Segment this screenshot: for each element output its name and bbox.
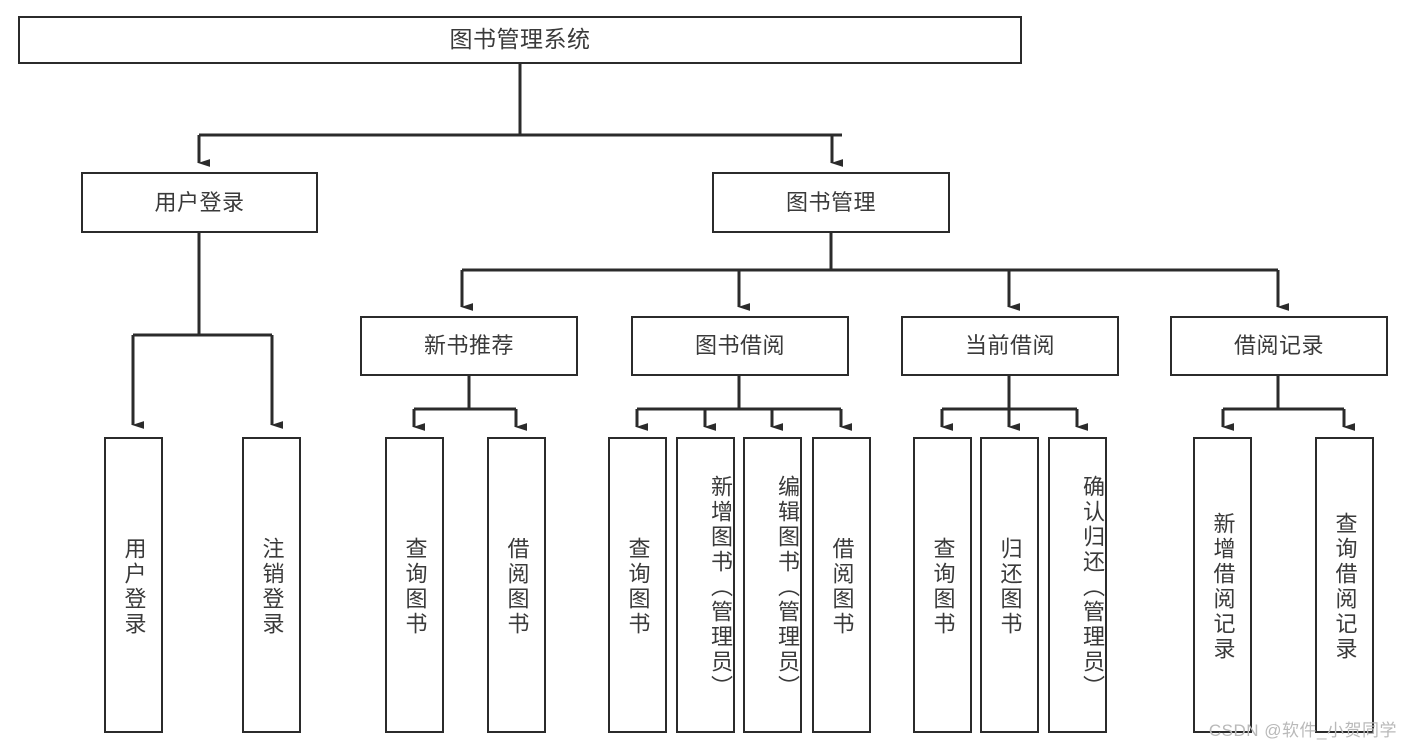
node-leaf-query-book-borrow[interactable]: 查询图书 (608, 437, 667, 733)
node-leaf-query-borrow-record[interactable]: 查询借阅记录 (1315, 437, 1374, 733)
node-borrow-record[interactable]: 借阅记录 (1170, 316, 1388, 376)
node-book-borrow[interactable]: 图书借阅 (631, 316, 849, 376)
node-leaf-add-borrow-record[interactable]: 新增借阅记录 (1193, 437, 1252, 733)
node-leaf-logout[interactable]: 注销登录 (242, 437, 301, 733)
node-leaf-add-book-admin[interactable]: 新增图书（管理员） (676, 437, 735, 733)
node-label: 当前借阅 (964, 333, 1055, 359)
node-label: 图书借阅 (694, 333, 785, 359)
node-label: 借阅图书 (829, 537, 855, 637)
node-label: 借阅记录 (1233, 333, 1324, 359)
node-label: 用户登录 (154, 189, 245, 215)
node-leaf-edit-book-admin[interactable]: 编辑图书（管理员） (743, 437, 802, 733)
node-label: 新书推荐 (423, 333, 514, 359)
node-leaf-borrow-book-recommend[interactable]: 借阅图书 (487, 437, 546, 733)
node-label: 图书管理 (785, 189, 876, 215)
node-label: 图书管理系统 (449, 26, 591, 53)
node-label: 确认归还（管理员） (1080, 474, 1105, 700)
node-label: 新增借阅记录 (1210, 512, 1236, 662)
node-leaf-return-book[interactable]: 归还图书 (980, 437, 1039, 733)
node-root-book-management-system[interactable]: 图书管理系统 (18, 16, 1022, 64)
node-label: 查询借阅记录 (1332, 512, 1358, 662)
node-new-book-recommend[interactable]: 新书推荐 (360, 316, 578, 376)
node-user-login[interactable]: 用户登录 (81, 172, 318, 233)
node-label: 注销登录 (259, 537, 285, 637)
node-label: 借阅图书 (504, 537, 530, 637)
node-label: 编辑图书（管理员） (775, 474, 800, 700)
node-leaf-confirm-return-admin[interactable]: 确认归还（管理员） (1048, 437, 1107, 733)
node-label: 用户登录 (121, 537, 147, 637)
node-leaf-query-book-recommend[interactable]: 查询图书 (385, 437, 444, 733)
node-current-borrow[interactable]: 当前借阅 (901, 316, 1119, 376)
csdn-watermark: CSDN @软件_小贺同学 (1208, 721, 1397, 740)
node-leaf-query-book-current[interactable]: 查询图书 (913, 437, 972, 733)
node-book-management[interactable]: 图书管理 (712, 172, 950, 233)
node-label: 查询图书 (625, 537, 651, 637)
node-label: 查询图书 (402, 537, 428, 637)
node-label: 新增图书（管理员） (708, 474, 733, 700)
node-leaf-user-login[interactable]: 用户登录 (104, 437, 163, 733)
node-leaf-borrow-book[interactable]: 借阅图书 (812, 437, 871, 733)
node-label: 查询图书 (930, 537, 956, 637)
node-label: 归还图书 (997, 537, 1023, 637)
